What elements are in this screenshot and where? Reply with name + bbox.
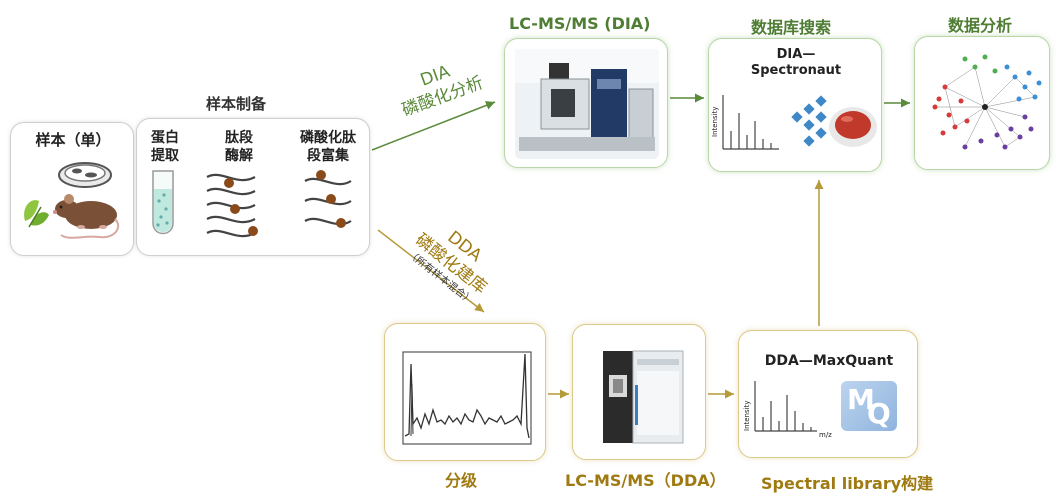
lcms-dda-label: LC-MS/MS（DDA） — [565, 471, 726, 490]
library-label: Spectral library构建 — [761, 474, 934, 493]
arrow-dda-branch — [377, 229, 485, 313]
spectronaut-logo-icon — [791, 95, 827, 147]
prep-box: 蛋白 提取 肽段 酶解 磷酸化肽 段富集 — [136, 118, 370, 256]
maxquant-logo-icon: M Q — [841, 381, 897, 431]
db-search-box: DIA— Spectronaut Intensity — [708, 38, 882, 172]
mass-spec-dda-instrument — [603, 350, 684, 444]
chromatogram — [402, 351, 532, 445]
lcms-dia-title: LC-MS/MS (DIA) — [509, 14, 651, 33]
sample-title: 样本（单） — [35, 131, 111, 149]
network-graph — [932, 54, 1042, 150]
analysis-title: 数据分析 — [948, 16, 1013, 35]
sample-illustration — [24, 162, 120, 239]
spectronaut-label: DIA— Spectronaut — [750, 47, 842, 78]
mz-axis-label: m/z — [819, 431, 832, 439]
sample-box: 样本（单） — [10, 122, 134, 256]
fraction-box — [384, 323, 546, 461]
lcms-dia-box — [504, 38, 668, 168]
maxquant-spectrum — [754, 381, 817, 432]
prep-step1: 蛋白 提取 — [151, 130, 179, 164]
mass-spec-instrument — [515, 49, 659, 159]
fraction-label: 分级 — [445, 471, 478, 490]
prep-step3: 磷酸化肽 段富集 — [300, 130, 356, 164]
library-box: DDA—MaxQuant Intensity m/z M Q — [738, 330, 918, 458]
arrow-dia-branch — [371, 101, 496, 151]
prep-title: 样本制备 — [206, 95, 267, 113]
maxquant-label: DDA—MaxQuant — [764, 353, 894, 369]
lcms-dda-box — [572, 324, 706, 460]
prep-step2: 肽段 酶解 — [225, 130, 253, 164]
spectronaut-graphic — [722, 95, 877, 150]
analysis-box — [914, 36, 1050, 170]
db-search-title: 数据库搜索 — [751, 18, 832, 37]
prep-illustration — [152, 170, 352, 238]
